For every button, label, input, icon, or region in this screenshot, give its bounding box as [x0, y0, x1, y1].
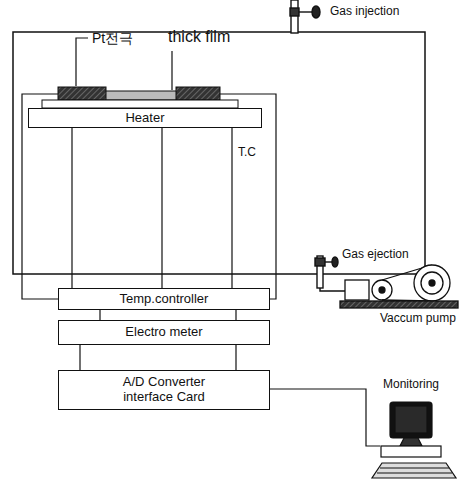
part-label: Vaccum pump: [380, 312, 456, 326]
wire: [231, 126, 232, 288]
sensor-element: [176, 87, 220, 100]
controller-box: Temp.controller: [58, 288, 270, 310]
part-label: Gas injection: [330, 5, 399, 19]
vacuum-pump: [340, 301, 458, 308]
heater-box: Heater: [28, 108, 262, 128]
meter-box: Electro meter: [58, 320, 270, 345]
computer: [372, 402, 456, 478]
sensor-element: [42, 100, 238, 108]
injection-pipe: [290, 8, 299, 16]
box-label: Temp.controller: [120, 292, 209, 307]
leader-line: [171, 51, 172, 90]
wire-connector: [99, 310, 100, 320]
vacuum-pump: [340, 265, 458, 308]
computer: [390, 402, 432, 438]
sensor-element: [58, 87, 106, 100]
ejection-pipe: [320, 288, 345, 291]
computer: [380, 467, 449, 468]
computer: [377, 472, 452, 473]
wire-connector: [79, 345, 80, 370]
chamber: [13, 32, 425, 274]
computer: [400, 438, 422, 446]
computer: [395, 406, 427, 433]
ejection-pipe: [315, 258, 325, 266]
wire: [22, 94, 380, 446]
vacuum-pump: [345, 280, 369, 300]
wire: [270, 389, 380, 446]
vacuum-pump: [421, 272, 443, 294]
sensor-element: [100, 91, 180, 100]
part-label: Monitoring: [383, 378, 439, 392]
interface-box: A/D Converter interface Card: [58, 370, 270, 410]
vacuum-pump: [379, 287, 385, 293]
ejection-pipe: [325, 261, 332, 262]
part-label: thick film: [168, 28, 230, 46]
computer: [372, 463, 456, 478]
sensor-element: [42, 87, 238, 108]
wire: [235, 344, 236, 370]
injection-pipe: [299, 11, 312, 12]
ejection-pipe: [332, 257, 338, 267]
part-label: Pt전극: [92, 30, 133, 46]
vacuum-pump: [372, 280, 392, 300]
leader-line: [76, 38, 88, 86]
wire-connector: [161, 128, 162, 288]
ejection-pipe: [315, 256, 345, 291]
injection-pipe: [291, 0, 298, 33]
vacuum-pump: [414, 265, 450, 301]
part-label: T.C: [238, 146, 256, 160]
injection-pipe: [290, 0, 320, 33]
box-label: Electro meter: [125, 325, 202, 340]
box-label: A/D Converter interface Card: [104, 375, 224, 405]
part-label: Gas ejection: [342, 248, 409, 262]
vacuum-pump: [429, 280, 435, 286]
box-label: Heater: [125, 111, 164, 126]
wire: [71, 126, 72, 288]
injection-pipe: [312, 6, 320, 18]
computer: [381, 446, 441, 457]
chamber: [13, 32, 425, 274]
